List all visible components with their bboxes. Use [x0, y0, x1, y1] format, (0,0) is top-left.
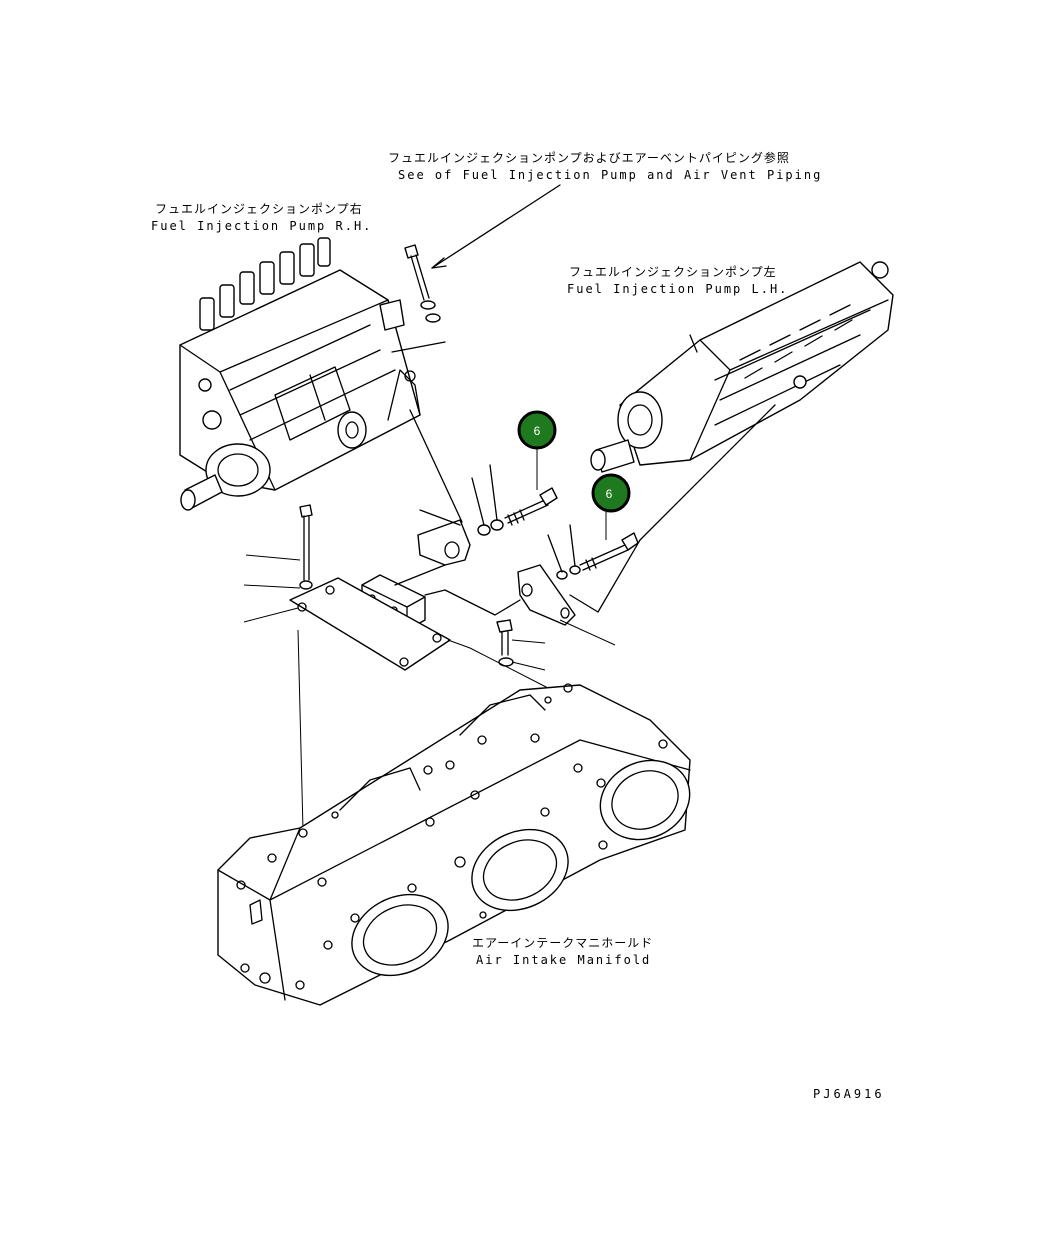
reference-arrow-line [431, 184, 561, 269]
pump-lh-label-en: Fuel Injection Pump L.H. [567, 282, 789, 296]
fuel-injection-pump-lh [590, 261, 894, 473]
vent-bolt [404, 244, 441, 323]
see-ref-label-en: See of Fuel Injection Pump and Air Vent … [398, 168, 823, 182]
pump-lh-label-jp: フュエルインジェクションポンプ左 [569, 265, 777, 279]
callout-6-lower-number: 6 [606, 487, 613, 501]
pump-rh-label-jp: フュエルインジェクションポンプ右 [155, 202, 363, 216]
air-intake-manifold [217, 683, 691, 1006]
callout-6-upper[interactable]: 6 [517, 410, 557, 450]
see-ref-label-jp: フュエルインジェクションポンプおよびエアーベントパイピング参照 [388, 151, 790, 165]
fuel-injection-pump-rh [179, 237, 421, 511]
callout-6-upper-number: 6 [534, 424, 541, 438]
manifold-label-en: Air Intake Manifold [476, 953, 652, 967]
bracket-assembly [243, 409, 639, 831]
pump-rh-label-en: Fuel Injection Pump R.H. [151, 219, 373, 233]
pump-rh-leader [391, 341, 446, 353]
pump-lh-leader [569, 404, 776, 613]
reference-arrow-head [431, 257, 447, 269]
drawing-code: PJ6A916 [813, 1087, 885, 1101]
callout-6-lower[interactable]: 6 [591, 473, 631, 513]
manifold-label-jp: エアーインテークマニホールド [472, 936, 654, 950]
